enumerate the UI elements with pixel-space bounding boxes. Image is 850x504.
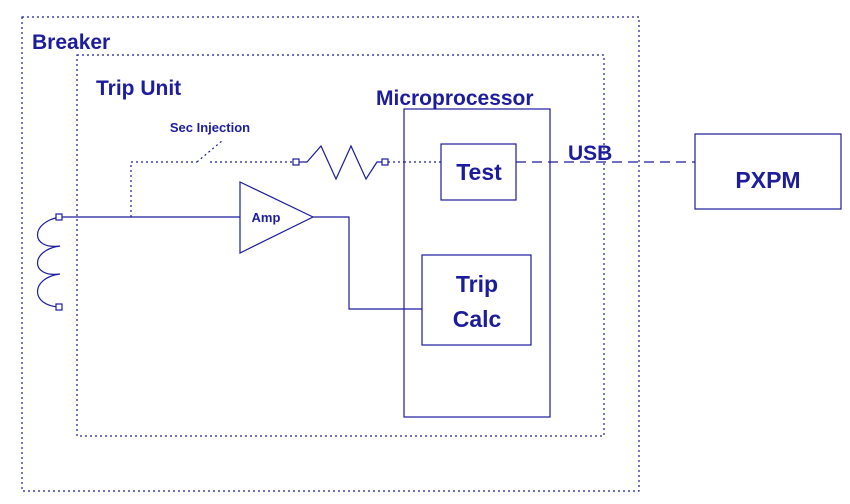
trip-calc-box [421, 254, 532, 346]
pxpm-box [694, 133, 842, 210]
amplifier-symbol [239, 181, 315, 254]
trip-unit-boundary [76, 54, 605, 437]
trip-calc-label-line1: Trip [456, 271, 498, 297]
resistor-terminal-left [292, 158, 300, 166]
pxpm-label: PXPM [735, 167, 800, 193]
test-box [440, 143, 517, 201]
breaker-boundary [21, 16, 640, 492]
amp-to-trip-calc-wire [313, 216, 422, 310]
coil-terminal-top [55, 213, 63, 221]
coil-terminal-bottom [55, 303, 63, 311]
microprocessor-label: Microprocessor [376, 87, 534, 110]
breaker-label: Breaker [32, 31, 110, 54]
sec-injection-label: Sec Injection [170, 120, 250, 135]
trip-calc-label-line2: Calc [453, 306, 502, 332]
microprocessor-box [403, 108, 551, 418]
trip-unit-label: Trip Unit [96, 77, 181, 100]
resistor-terminal-right [381, 158, 389, 166]
usb-label: USB [568, 142, 612, 165]
sec-injection-switch [196, 139, 224, 163]
sec-injection-path-left [130, 161, 197, 217]
resistor-symbol [299, 144, 382, 181]
current-transformer-coil [36, 216, 61, 308]
amp-label: Amp [252, 210, 281, 225]
test-label: Test [456, 159, 502, 185]
